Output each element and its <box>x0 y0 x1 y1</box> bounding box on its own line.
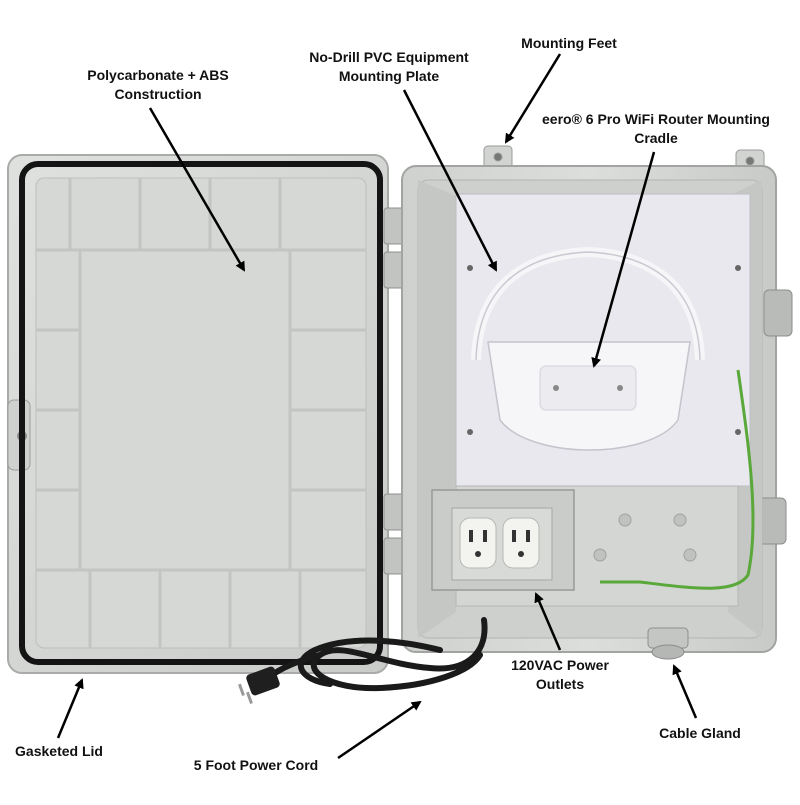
router-cradle <box>471 246 705 451</box>
power-plug <box>238 666 280 704</box>
callout-power-cord: 5 Foot Power Cord <box>193 757 319 773</box>
hinges <box>383 207 407 575</box>
callout-cable-gland: Cable Gland <box>659 725 741 741</box>
enclosure-body <box>401 145 793 660</box>
callout-mounting-feet: Mounting Feet <box>521 35 617 51</box>
callout-polycarbonate: Polycarbonate + ABS Construction <box>87 67 229 102</box>
callout-arrows <box>56 53 698 760</box>
power-outlets <box>431 489 575 591</box>
cable-gland <box>647 627 689 660</box>
callout-gasketed-lid: Gasketed Lid <box>15 743 103 759</box>
callout-router-cradle: eero® 6 Pro WiFi Router Mounting Cradle <box>542 111 770 146</box>
gasketed-lid <box>7 154 389 674</box>
callout-power-outlets: 120VAC Power Outlets <box>511 657 609 692</box>
callout-mounting-plate: No-Drill PVC Equipment Mounting Plate <box>309 49 469 84</box>
